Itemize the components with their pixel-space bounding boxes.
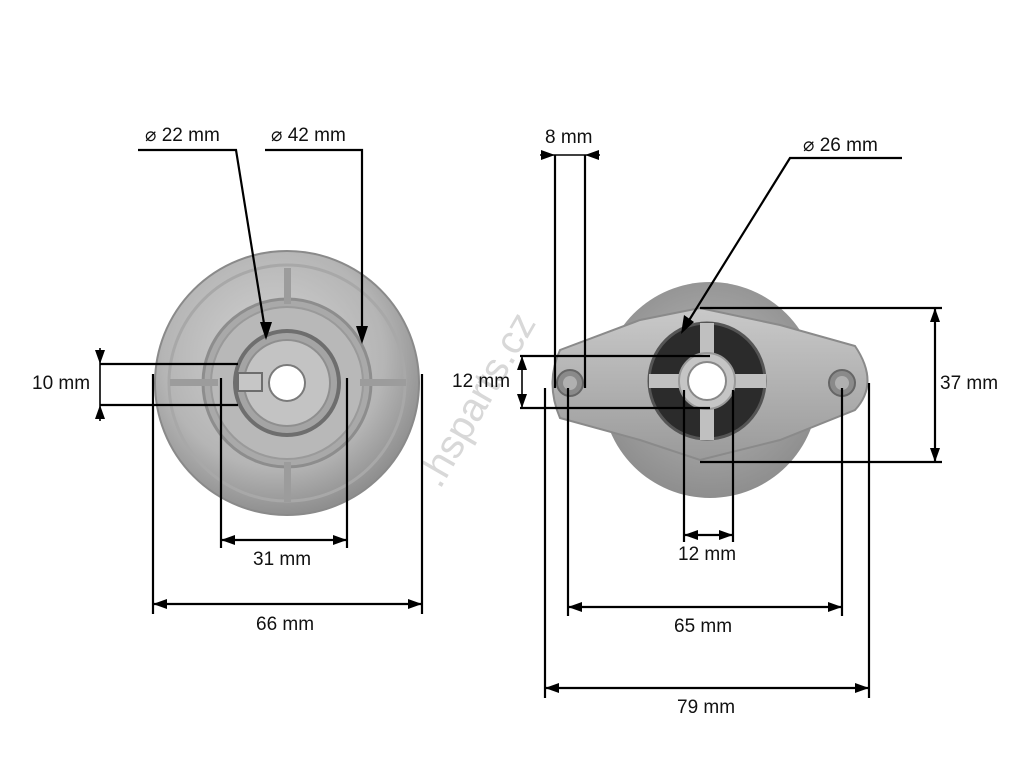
left-pulley	[154, 250, 420, 516]
left-inner-width-label: 31 mm	[253, 549, 311, 570]
right-hole-spacing-label: 65 mm	[674, 616, 732, 637]
left-slot-height-label: 10 mm	[32, 373, 90, 394]
left-inner-diameter-label: ⌀ 22 mm	[145, 125, 220, 146]
right-slot-width-label: 12 mm	[678, 544, 736, 565]
right-outer-height-label: 37 mm	[940, 373, 998, 394]
right-dimensions	[517, 150, 942, 698]
right-flange	[551, 282, 869, 498]
left-dimensions	[95, 148, 424, 614]
right-pin-width-label: 8 mm	[545, 127, 593, 148]
right-total-width-label: 79 mm	[677, 697, 735, 718]
left-outer-diameter-label: ⌀ 42 mm	[271, 125, 346, 146]
right-flange-height-label: 12 mm	[452, 371, 510, 392]
left-total-width-label: 66 mm	[256, 614, 314, 635]
right-hub-diameter-label: ⌀ 26 mm	[803, 135, 878, 156]
